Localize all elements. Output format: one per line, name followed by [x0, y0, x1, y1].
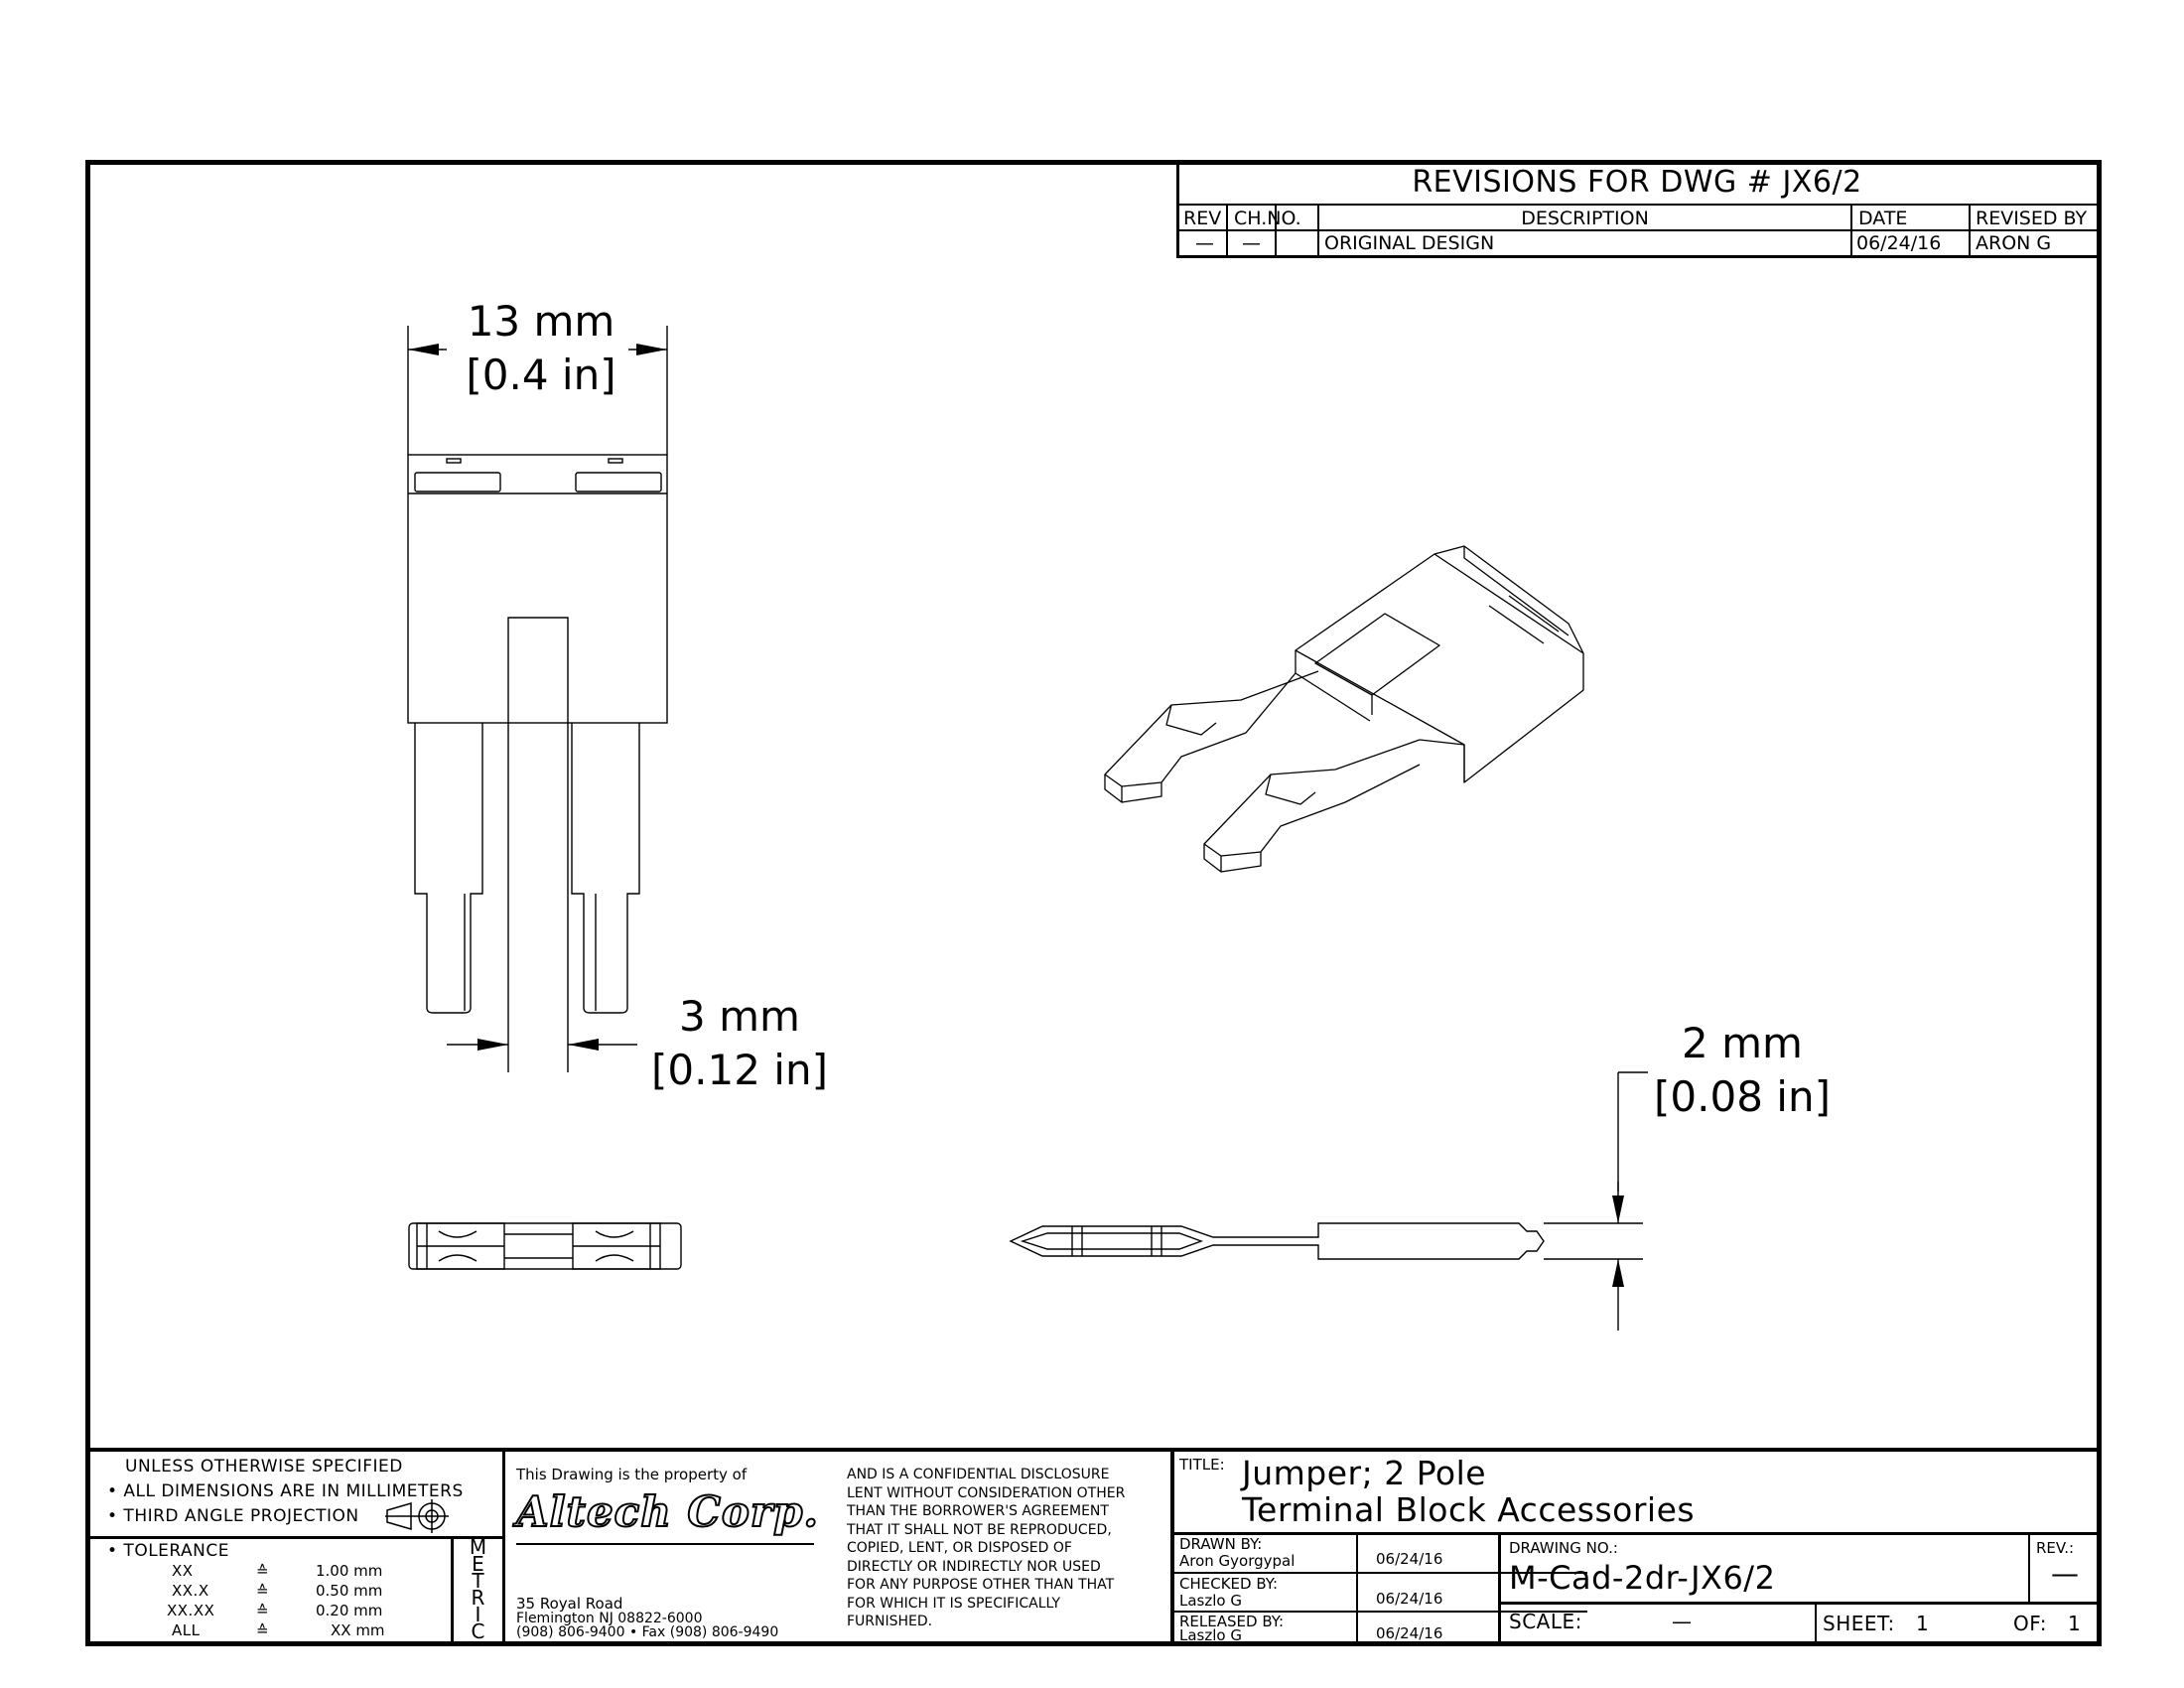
drawing-frame	[85, 160, 2102, 1646]
drawn-by-label: DRAWN BY:	[1179, 1535, 1263, 1553]
metric-letter: R	[471, 1586, 485, 1610]
tol-val: 0.50 mm	[316, 1582, 383, 1600]
of-label: OF:	[2013, 1612, 2047, 1635]
tolerance-table: XX ≙ 1.00 mm XX.X ≙ 0.50 mm XX.XX ≙ 0.20 mm AL…	[147, 1562, 445, 1641]
gap-dimension-mm: 3 mm	[679, 992, 800, 1041]
disclosure-line: THAN THE BORROWER'S AGREEMENT	[847, 1503, 1109, 1519]
side-view	[1009, 1182, 1643, 1331]
phone-line: (908) 806-9400 • Fax (908) 806-9490	[516, 1624, 779, 1640]
disclosure-line: FURNISHED.	[847, 1614, 933, 1629]
tol-key: XX.X	[172, 1582, 209, 1600]
drawn-date: 06/24/16	[1376, 1550, 1443, 1568]
projection-symbol-icon	[385, 1499, 449, 1533]
metric-label: M E T R I C	[454, 1535, 502, 1643]
spec-line2: • THIRD ANGLE PROJECTION	[107, 1506, 359, 1526]
tolerance-label: • TOLERANCE	[107, 1541, 229, 1561]
checked-date: 06/24/16	[1376, 1590, 1443, 1608]
drawn-by-name: Aron Gyorgypal	[1179, 1552, 1296, 1570]
width-dimension-inch: [0.4 in]	[466, 351, 616, 399]
of-value: 1	[2068, 1612, 2082, 1635]
thickness-dimension-inch: [0.08 in]	[1654, 1072, 1831, 1121]
description-header: DESCRIPTION	[1521, 208, 1649, 229]
tol-val: XX mm	[331, 1621, 385, 1639]
rev-header: REV	[1183, 208, 1222, 229]
metric-letter: T	[472, 1569, 484, 1593]
isometric-view	[1104, 545, 1584, 873]
description-value: ORIGINAL DESIGN	[1324, 232, 1495, 254]
title-label: TITLE:	[1179, 1456, 1225, 1474]
top-view	[408, 1222, 682, 1270]
tol-key: ALL	[172, 1621, 201, 1639]
metric-letter: M	[469, 1535, 487, 1559]
tol-sym: ≙	[256, 1621, 269, 1639]
released-date: 06/24/16	[1376, 1624, 1443, 1642]
drawing-title-line1: Jumper; 2 Pole	[1242, 1454, 1487, 1492]
metric-letter: E	[472, 1552, 484, 1576]
company-logo: Altech Corp.	[515, 1486, 819, 1537]
disclosure-line: AND IS A CONFIDENTIAL DISCLOSURE	[847, 1467, 1110, 1482]
tol-val: 0.20 mm	[316, 1602, 383, 1619]
tol-sym: ≙	[256, 1602, 269, 1619]
date-header: DATE	[1858, 208, 1908, 229]
scale-value: —	[1672, 1610, 1693, 1633]
address-line1: 35 Royal Road	[516, 1595, 623, 1613]
thickness-leader	[1617, 1071, 1648, 1192]
released-by-label: RELEASED BY:	[1179, 1613, 1285, 1630]
disclosure-text: AND IS A CONFIDENTIAL DISCLOSURE LENT WI…	[847, 1466, 1125, 1631]
drawing-no: M-Cad-2dr-JX6/2	[1509, 1559, 1776, 1597]
disclosure-line: THAT IT SHALL NOT BE REPRODUCED,	[847, 1521, 1112, 1538]
released-by-name: Laszlo G	[1179, 1626, 1242, 1644]
front-view	[407, 326, 668, 1072]
address-line2: Flemington NJ 08822-6000	[516, 1611, 703, 1626]
disclosure-line: LENT WITHOUT CONSIDERATION OTHER	[847, 1484, 1126, 1501]
tol-key: XX.XX	[167, 1602, 215, 1619]
revisions-table: REVISIONS FOR DWG # JX6/2 REV CH.NO. DES…	[1176, 163, 2098, 258]
checked-by-label: CHECKED BY:	[1179, 1575, 1279, 1593]
drawing-no-label: DRAWING NO.:	[1509, 1539, 1618, 1557]
tol-key: XX	[172, 1562, 194, 1580]
disclosure-line: COPIED, LENT, OR DISPOSED OF	[847, 1540, 1072, 1556]
disclosure-line: FOR WHICH IT IS SPECIFICALLY	[847, 1595, 1061, 1612]
thickness-dimension-mm: 2 mm	[1682, 1019, 1803, 1067]
spec-heading: UNLESS OTHERWISE SPECIFIED	[125, 1457, 403, 1477]
disclosure-line: FOR ANY PURPOSE OTHER THAN THAT	[847, 1577, 1115, 1593]
revised-by-value: ARON G	[1976, 232, 2052, 254]
spec-line1: • ALL DIMENSIONS ARE IN MILLIMETERS	[107, 1481, 464, 1501]
metric-letter: I	[475, 1603, 481, 1626]
revisions-title: REVISIONS FOR DWG # JX6/2	[1412, 165, 1862, 200]
rev-number: —	[2051, 1557, 2080, 1590]
date-value: 06/24/16	[1856, 232, 1942, 254]
property-note: This Drawing is the property of	[516, 1466, 748, 1483]
rev-value: —	[1195, 232, 1214, 254]
metric-letter: C	[471, 1619, 485, 1643]
checked-by-name: Laszlo G	[1179, 1592, 1242, 1610]
revised-by-header: REVISED BY	[1976, 208, 2088, 229]
tol-val: 1.00 mm	[316, 1562, 383, 1580]
gap-dimension-inch: [0.12 in]	[651, 1046, 828, 1094]
title-block: UNLESS OTHERWISE SPECIFIED • ALL DIMENSI…	[87, 1448, 2099, 1644]
rev-label: REV.:	[2036, 1539, 2075, 1557]
disclosure-line: DIRECTLY OR INDIRECTLY NOR USED	[847, 1558, 1101, 1575]
ch-no-header: CH.NO.	[1234, 208, 1301, 229]
tol-sym: ≙	[256, 1582, 269, 1600]
scale-label: SCALE:	[1509, 1610, 1582, 1633]
sheet-value: 1	[1916, 1612, 1930, 1635]
ch-no-value: —	[1242, 232, 1261, 254]
drawing-title-line2: Terminal Block Accessories	[1242, 1490, 1696, 1529]
tol-sym: ≙	[256, 1562, 269, 1580]
width-dimension-mm: 13 mm	[467, 297, 615, 346]
sheet-label: SHEET:	[1823, 1612, 1895, 1635]
